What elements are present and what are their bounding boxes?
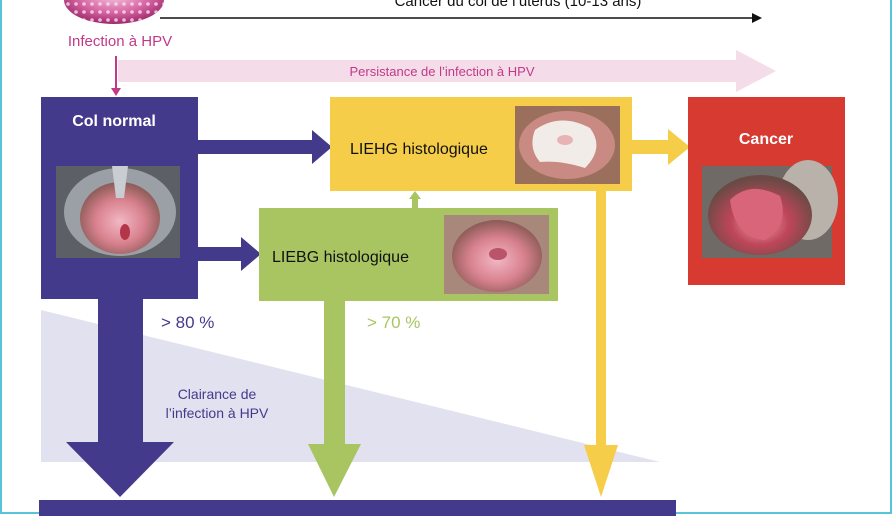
persistence-arrow [118,50,776,92]
box-liehg-label: LIEHG histologique [350,141,488,158]
infection-down-arrow [111,56,121,96]
percentage-normal: > 80 % [161,313,214,332]
arrow-normal-to-liebg [198,237,261,271]
normal-cervix-photo [56,166,180,258]
liebg-cervix-photo [444,215,549,294]
percentage-liebg: > 70 % [367,313,420,332]
clearance-wedge [41,310,660,462]
clearance-label-line1: Clairance de [178,386,257,402]
arrow-liebg-to-liehg [409,191,421,208]
infection-label: Infection à HPV [68,33,172,50]
persistence-label: Persistance de l’infection à HPV [350,64,535,79]
clearance-label-line2: l’infection à HPV [166,405,269,421]
arrow-liehg-to-cancer [632,129,690,165]
arrow-normal-to-liehg [198,130,332,164]
arrow-liebg-down [308,301,361,497]
liehg-cervix-photo [515,106,620,184]
cancer-cervix-photo [702,160,838,258]
hpv-virus-icon [64,0,164,24]
timeline-arrow [160,13,762,23]
bottom-outcome-bar [39,500,676,516]
arrow-liehg-down [584,191,618,497]
arrow-normal-down [66,299,174,497]
timeline-label: Cancer du col de l’utérus (10-13 ans) [395,0,642,10]
box-col-normal-label: Col normal [72,113,156,130]
box-cancer-label: Cancer [739,131,793,148]
box-liebg-label: LIEBG histologique [272,249,409,266]
